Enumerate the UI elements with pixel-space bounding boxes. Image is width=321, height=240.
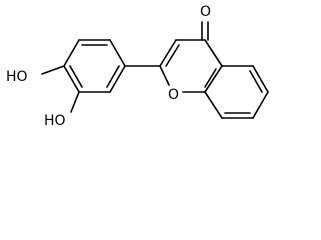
benzo-ring bbox=[204, 65, 269, 119]
bond-c2-c3 bbox=[109, 39, 126, 67]
bond-double-c4a-c8a bbox=[204, 68, 217, 88]
bond-oh-bottom bbox=[70, 91, 80, 113]
hydroxyl-groups: HO HO bbox=[6, 65, 80, 129]
pyranone-ring: O O bbox=[159, 4, 223, 103]
flavone-structure-diagram: HO HO O O bbox=[6, 4, 269, 129]
bond-c5-c6 bbox=[63, 65, 80, 93]
bond-oh-top bbox=[41, 65, 65, 75]
bond-c8-c8a-benzo bbox=[204, 91, 223, 119]
bond-double-c3-c4 bbox=[106, 65, 120, 88]
catechol-ring bbox=[63, 39, 126, 93]
bond-o1-c2 bbox=[159, 65, 170, 86]
bond-c3-c4 bbox=[109, 65, 126, 93]
hydroxyl-top-label: HO bbox=[6, 69, 28, 85]
bond-c4-c4a bbox=[204, 39, 223, 67]
hydroxyl-bottom-label: HO bbox=[44, 113, 66, 129]
bond-c4a-c8a bbox=[204, 65, 223, 93]
bond-c5-c6-benzo bbox=[252, 65, 269, 93]
bond-c6-c7-benzo bbox=[252, 91, 269, 119]
carbonyl-oxygen-label: O bbox=[200, 4, 211, 20]
bond-double-c5-c6 bbox=[69, 65, 83, 88]
bond-c2-c3-pyran bbox=[159, 39, 177, 67]
bond-c6-c1 bbox=[63, 39, 80, 67]
bond-double-c5-c6 bbox=[249, 70, 263, 93]
ring-oxygen-label: O bbox=[168, 87, 179, 103]
bond-double-c2-c3-pyran bbox=[165, 44, 180, 67]
